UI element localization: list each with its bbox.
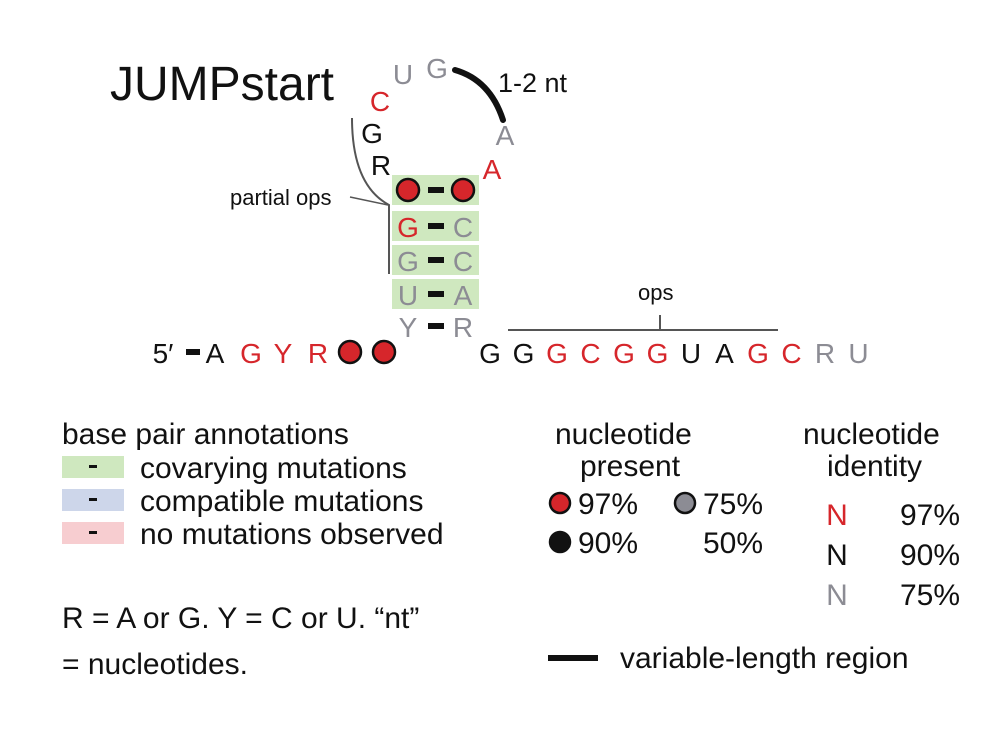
three-prime-base: U bbox=[848, 338, 868, 369]
base-pair-bond bbox=[428, 323, 444, 329]
identity-legend-title-2: identity bbox=[827, 450, 922, 483]
stem-right-base: R bbox=[453, 312, 473, 343]
stem-right-base: C bbox=[453, 212, 473, 243]
loop-variable-label: 1-2 nt bbox=[498, 68, 568, 98]
three-prime-base: G bbox=[546, 338, 568, 369]
stem-left-base: G bbox=[397, 246, 419, 277]
identity-legend-title-1: nucleotide bbox=[803, 418, 940, 451]
base-pair-bond bbox=[428, 291, 444, 297]
present-legend: 97% 75% 90% 50% bbox=[548, 488, 763, 560]
stem-left-dot bbox=[395, 177, 421, 203]
stem-right-base: C bbox=[453, 246, 473, 277]
five-prime-label: 5′ bbox=[153, 338, 174, 369]
stem-right-base: A bbox=[454, 280, 473, 311]
ops-label: ops bbox=[638, 280, 673, 305]
loop-base: U bbox=[393, 59, 413, 90]
present-legend-label: 75% bbox=[703, 488, 763, 521]
three-prime-base: C bbox=[580, 338, 600, 369]
five-prime-base: A bbox=[206, 338, 225, 369]
partial-ops-label: partial ops bbox=[230, 185, 332, 210]
five-prime-dot bbox=[371, 339, 397, 365]
present-legend-dot bbox=[548, 530, 572, 554]
present-legend-title-2: present bbox=[580, 450, 681, 483]
five-prime-dot bbox=[337, 339, 363, 365]
loop-variable-arc bbox=[452, 67, 506, 123]
abbrev-line-1: R = A or G. Y = C or U. “nt” bbox=[62, 602, 419, 635]
present-legend-dot bbox=[548, 491, 572, 515]
identity-legend-letter: N bbox=[826, 499, 848, 532]
three-prime-base: G bbox=[647, 338, 669, 369]
three-prime-base: A bbox=[715, 338, 734, 369]
three-prime-base: U bbox=[681, 338, 701, 369]
partial-ops-leader bbox=[349, 196, 389, 206]
stem-left-base: G bbox=[397, 212, 419, 243]
base-pair-bond bbox=[428, 187, 444, 193]
three-prime-base: C bbox=[781, 338, 801, 369]
bp-legend-label: no mutations observed bbox=[140, 518, 444, 551]
loop-base: A bbox=[496, 120, 515, 151]
identity-legend-label: 97% bbox=[900, 499, 960, 532]
bp-legend-title: base pair annotations bbox=[62, 418, 349, 451]
stem-right-dot bbox=[450, 177, 476, 203]
stem-left-base: U bbox=[398, 280, 418, 311]
five-prime-base: G bbox=[240, 338, 262, 369]
loop-base: A bbox=[483, 154, 502, 185]
diagram-title: JUMPstart bbox=[110, 58, 334, 111]
three-prime-base: G bbox=[479, 338, 501, 369]
three-prime-base: G bbox=[613, 338, 635, 369]
abbrev-line-2: = nucleotides. bbox=[62, 648, 248, 681]
stem-left-base: Y bbox=[399, 312, 418, 343]
five-prime-base: Y bbox=[274, 338, 293, 369]
bp-legend-bond bbox=[89, 465, 97, 468]
bp-legend-bond bbox=[89, 531, 97, 534]
identity-legend-label: 75% bbox=[900, 579, 960, 612]
three-prime-base: R bbox=[815, 338, 835, 369]
present-legend-label: 90% bbox=[578, 527, 638, 560]
identity-legend-letter: N bbox=[826, 579, 848, 612]
five-prime-bond bbox=[186, 349, 200, 355]
identity-legend: N 97% N 90% N 75% bbox=[826, 499, 960, 612]
identity-legend-label: 90% bbox=[900, 539, 960, 572]
present-legend-label: 50% bbox=[703, 527, 763, 560]
stem: G C G C U A Y R bbox=[395, 177, 476, 343]
loop-base: R bbox=[371, 150, 391, 181]
variable-region-label: variable-length region bbox=[620, 642, 909, 675]
bp-legend-bond bbox=[89, 498, 97, 501]
loop-base: C bbox=[370, 86, 390, 117]
loop-base: G bbox=[361, 118, 383, 149]
three-prime-base: G bbox=[513, 338, 535, 369]
three-prime-base: G bbox=[747, 338, 769, 369]
bp-legend-label: compatible mutations bbox=[140, 485, 423, 518]
base-pair-bond bbox=[428, 223, 444, 229]
loop-base: G bbox=[426, 53, 448, 84]
bp-legend-label: covarying mutations bbox=[140, 452, 407, 485]
five-prime-base: R bbox=[308, 338, 328, 369]
base-pair-bond bbox=[428, 257, 444, 263]
present-legend-dot bbox=[673, 491, 697, 515]
partial-ops-bracket bbox=[351, 117, 390, 274]
present-legend-title-1: nucleotide bbox=[555, 418, 692, 451]
present-legend-label: 97% bbox=[578, 488, 638, 521]
identity-legend-letter: N bbox=[826, 539, 848, 572]
